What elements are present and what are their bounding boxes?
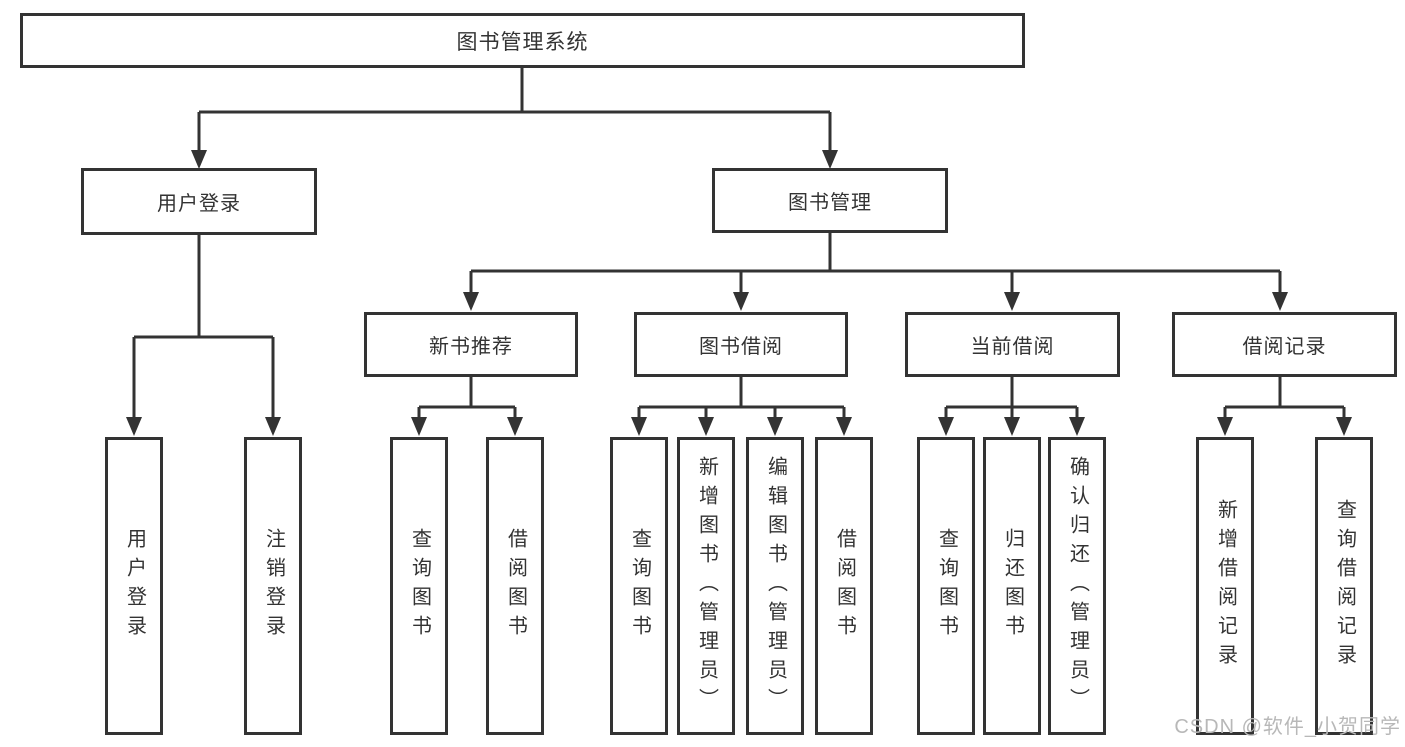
node-user-login: 用户登录 [81,168,317,235]
leaf-label: 新增借阅记录 [1214,499,1237,673]
leaf-label: 编辑图书（管理员） [764,455,787,717]
leaf-label: 查询借阅记录 [1333,499,1356,673]
node-new-book-recommend: 新书推荐 [364,312,578,377]
leaf-borrow-query-books: 查询图书 [610,437,668,735]
node-book-management: 图书管理 [712,168,948,233]
node-current-borrow: 当前借阅 [905,312,1120,377]
node-root: 图书管理系统 [20,13,1025,68]
leaf-label: 用户登录 [123,528,146,644]
leaf-label: 借阅图书 [504,528,527,644]
leaf-label: 注销登录 [262,528,285,644]
leaf-recommend-borrow-books: 借阅图书 [486,437,544,735]
leaf-label: 确认归还（管理员） [1066,455,1089,717]
leaf-label: 查询图书 [408,528,431,644]
leaf-records-add-record: 新增借阅记录 [1196,437,1254,735]
csdn-watermark: CSDN @软件_小贺同学 [1174,716,1401,738]
node-book-borrow: 图书借阅 [634,312,848,377]
leaf-records-query-record: 查询借阅记录 [1315,437,1373,735]
node-borrow-records: 借阅记录 [1172,312,1397,377]
arrowheads [126,150,1352,436]
leaf-borrow-edit-books-admin: 编辑图书（管理员） [746,437,804,735]
leaf-label: 借阅图书 [833,528,856,644]
leaf-recommend-query-books: 查询图书 [390,437,448,735]
leaf-label: 查询图书 [628,528,651,644]
leaf-current-confirm-return-admin: 确认归还（管理员） [1048,437,1106,735]
leaf-label: 查询图书 [935,528,958,644]
leaf-login-logout: 注销登录 [244,437,302,735]
leaf-label: 归还图书 [1001,528,1024,644]
leaf-borrow-borrow-books: 借阅图书 [815,437,873,735]
leaf-current-query-books: 查询图书 [917,437,975,735]
leaf-current-return-books: 归还图书 [983,437,1041,735]
leaf-login-user-login: 用户登录 [105,437,163,735]
leaf-borrow-add-books-admin: 新增图书（管理员） [677,437,735,735]
leaf-label: 新增图书（管理员） [695,455,718,717]
